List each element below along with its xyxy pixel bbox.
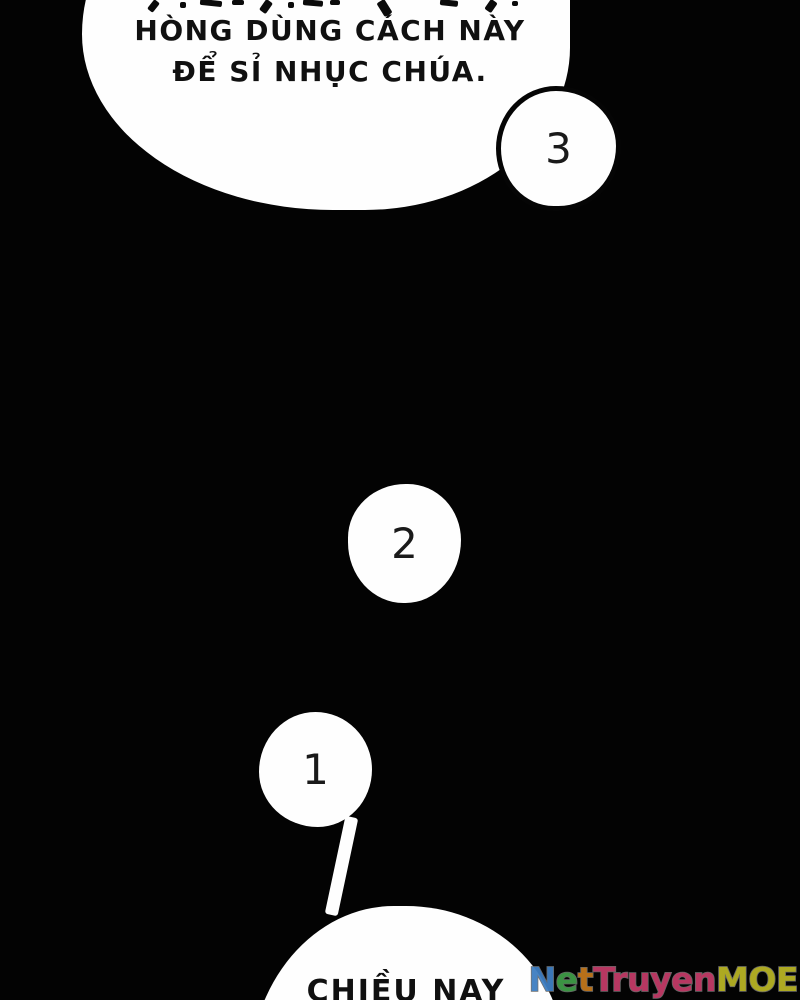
ink-fragment xyxy=(180,2,186,8)
panel-number-2-label: 2 xyxy=(391,519,418,568)
watermark-letter: M xyxy=(715,959,749,1000)
ink-fragment xyxy=(512,1,518,6)
ink-fragment xyxy=(288,2,294,8)
watermark-letter: y xyxy=(649,959,672,1000)
watermark-letter: E xyxy=(775,959,799,1000)
speech-text-line-1: HÒNG DÙNG CÁCH NÀY xyxy=(134,14,526,47)
watermark-letter: u xyxy=(626,959,651,1000)
site-watermark: NetTruyenMOE xyxy=(528,959,799,1000)
watermark-letter: e xyxy=(670,959,694,1000)
ink-fragment xyxy=(330,0,340,5)
speech-bubble-tail xyxy=(324,815,359,917)
speech-bubble-bottom-text: CHIỀU NAY xyxy=(306,974,506,1000)
watermark-letter: N xyxy=(528,959,557,1000)
ink-fragment xyxy=(232,0,244,5)
speech-bubble-top-text: HÒNG DÙNG CÁCH NÀY ĐỂ SỈ NHỤC CHÚA. xyxy=(90,10,570,92)
watermark-letter: e xyxy=(555,959,579,1000)
watermark-letter: t xyxy=(577,959,594,1000)
panel-number-circle-2: 2 xyxy=(348,484,461,603)
watermark-letter: n xyxy=(692,959,717,1000)
panel-number-3-label: 3 xyxy=(545,124,572,173)
panel-number-1-label: 1 xyxy=(302,745,329,794)
speech-text-line-2: ĐỂ SỈ NHỤC CHÚA. xyxy=(172,55,488,88)
panel-number-circle-1: 1 xyxy=(259,712,372,827)
watermark-letter: r xyxy=(611,959,629,1000)
panel-number-circle-3: 3 xyxy=(496,86,621,211)
watermark-letter: O xyxy=(748,959,778,1000)
watermark-letter: T xyxy=(592,959,613,1000)
